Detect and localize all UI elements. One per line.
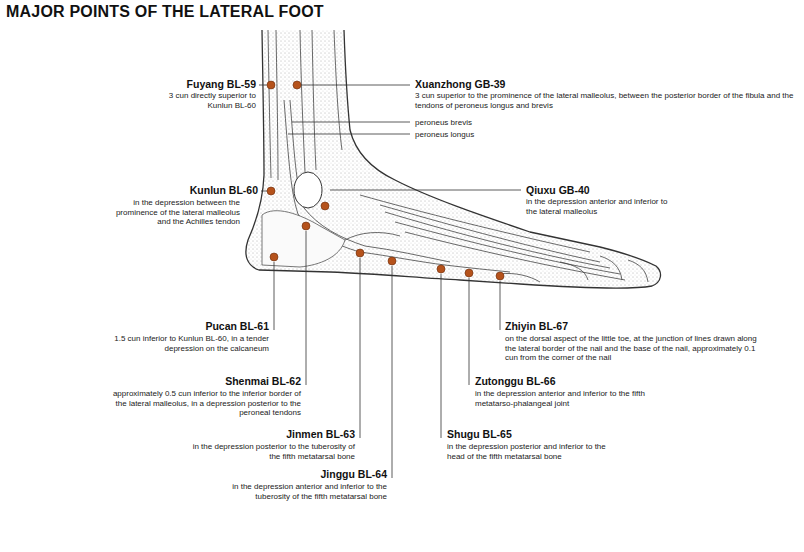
calcaneus xyxy=(262,211,345,267)
lateral-malleolus xyxy=(294,172,322,208)
point-description: 3 cun superior to the prominence of the … xyxy=(415,91,795,110)
point-name: Jinggu BL-64 xyxy=(320,468,387,481)
foot-outline xyxy=(246,30,661,288)
point-description: in the depression posterior to the tuber… xyxy=(180,442,355,461)
point-description: 1.5 cun inferior to Kunlun BL-60, in a t… xyxy=(104,334,269,353)
leader-lines xyxy=(259,85,521,478)
point-name: Qiuxu GB-40 xyxy=(526,184,590,197)
point-name: Xuanzhong GB-39 xyxy=(415,78,505,91)
point-description: in the depression between the prominence… xyxy=(115,198,240,227)
point-description: in the depression posterior and inferior… xyxy=(447,442,617,461)
point-description: on the dorsal aspect of the little toe, … xyxy=(505,334,765,363)
foot-structures xyxy=(345,195,648,282)
diagram-title: MAJOR POINTS OF THE LATERAL FOOT xyxy=(6,3,324,21)
point-name: Zhiyin BL-67 xyxy=(505,320,568,333)
point-description: in the depression anterior and inferior … xyxy=(526,197,676,216)
point-description: in the depression anterior and inferior … xyxy=(475,389,650,408)
point-name: Pucan BL-61 xyxy=(205,320,269,333)
point-description: approximately 0.5 cun inferior to the in… xyxy=(106,389,301,418)
point-description: 3 cun directly superior to Kunlun BL-60 xyxy=(156,91,256,110)
point-name: Jinmen BL-63 xyxy=(286,428,355,441)
point-name: Kunlun BL-60 xyxy=(190,184,258,197)
muscle-label: peroneus longus xyxy=(415,130,474,140)
point-name: Shenmai BL-62 xyxy=(225,375,301,388)
point-description: in the depression anterior and inferior … xyxy=(212,482,387,501)
acupuncture-points xyxy=(267,81,504,280)
muscle-label: peroneus brevis xyxy=(415,118,472,128)
point-name: Zutonggu BL-66 xyxy=(475,375,555,388)
point-name: Shugu BL-65 xyxy=(447,428,512,441)
point-name: Fuyang BL-59 xyxy=(187,78,256,91)
